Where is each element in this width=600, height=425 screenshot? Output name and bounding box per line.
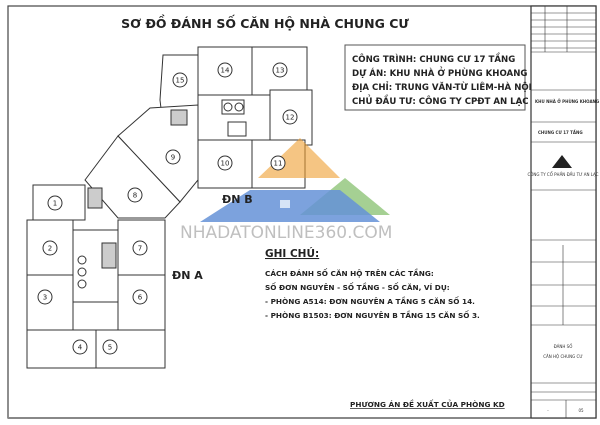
drawing-title: SƠ ĐỒ ĐÁNH SỐ CĂN HỘ NHÀ CHUNG CƯ (121, 14, 409, 31)
svg-text:10: 10 (221, 160, 230, 168)
svg-text:1: 1 (53, 200, 57, 208)
notes-line: - PHÒNG A514: ĐƠN NGUYÊN A TẦNG 5 CĂN SỐ… (265, 296, 475, 306)
svg-text:9: 9 (171, 154, 175, 162)
svg-text:15: 15 (176, 77, 185, 85)
unit-marker-13: 13 (272, 62, 288, 78)
footer-note: PHƯƠNG ÁN ĐỀ XUẤT CỦA PHÒNG KD (350, 399, 505, 409)
drawing-title-line-2: CĂN HỘ CHUNG CƯ (543, 354, 583, 359)
project-info-line: ĐỊA CHỈ: TRUNG VĂN-TỪ LIÊM-HÀ NỘI (352, 81, 532, 93)
notes-heading: GHI CHÚ: (265, 247, 319, 260)
elevator-icon (234, 102, 244, 112)
sheet-number: 05 (578, 408, 584, 413)
svg-text:12: 12 (286, 114, 295, 122)
elevator-icon (77, 267, 87, 277)
unit-marker-4: 4 (72, 339, 88, 355)
unit-marker-12: 12 (282, 109, 298, 125)
unit-marker-14: 14 (217, 62, 233, 78)
title-block: KHU NHÀ Ở PHÙNG KHOANG CHUNG CƯ 17 TẦNG … (527, 5, 599, 419)
elevator-icon (77, 279, 87, 289)
unit-marker-2: 2 (42, 240, 58, 256)
unit-marker-8: 8 (127, 187, 143, 203)
project-info-box (344, 44, 526, 111)
stair-icon (101, 242, 117, 269)
elevator-icon (77, 255, 87, 265)
svg-text:7: 7 (138, 245, 142, 253)
title-block-project: KHU NHÀ Ở PHÙNG KHOANG (535, 99, 599, 104)
block-b-label: ĐN B (222, 193, 253, 206)
unit-marker-10: 10 (217, 155, 233, 171)
unit-marker-11: 11 (270, 155, 286, 171)
title-block-company: CÔNG TY CỔ PHẦN ĐẦU TƯ AN LẠC (527, 172, 598, 177)
unit-marker-3: 3 (37, 289, 53, 305)
svg-text:11: 11 (274, 160, 283, 168)
watermark-logo: NHADATONLINE360.COM (180, 138, 392, 243)
block-a (26, 184, 166, 369)
unit-marker-6: 6 (132, 289, 148, 305)
block-a-label: ĐN A (172, 269, 203, 282)
unit-marker-9: 9 (165, 149, 181, 165)
unit-marker-1: 1 (47, 195, 63, 211)
project-info-line: CHỦ ĐẦU TƯ: CÔNG TY CPĐT AN LẠC (352, 94, 529, 107)
svg-text:13: 13 (276, 67, 285, 75)
stair-icon (170, 109, 188, 126)
project-info-line: CÔNG TRÌNH: CHUNG CƯ 17 TẦNG (352, 52, 515, 65)
unit-marker-15: 15 (172, 72, 188, 88)
notes-line: - PHÒNG B1503: ĐƠN NGUYÊN B TẦNG 15 CĂN … (265, 310, 480, 320)
svg-text:14: 14 (221, 67, 230, 75)
project-info-line: DỰ ÁN: KHU NHÀ Ở PHÙNG KHOANG (352, 66, 527, 79)
watermark-text: NHADATONLINE360.COM (180, 223, 392, 243)
elevator-icon (223, 102, 233, 112)
svg-text:8: 8 (133, 192, 137, 200)
company-logo-icon (552, 155, 572, 168)
svg-text:6: 6 (138, 294, 143, 302)
unit-marker-5: 5 (102, 339, 118, 355)
svg-text:2: 2 (48, 245, 52, 253)
svg-text:3: 3 (43, 294, 47, 302)
svg-text:4: 4 (78, 344, 83, 352)
stair-icon (87, 187, 103, 209)
scale-value: - (547, 408, 549, 413)
unit-marker-7: 7 (132, 240, 148, 256)
notes-line: CÁCH ĐÁNH SỐ CĂN HỘ TRÊN CÁC TẦNG: (265, 268, 434, 278)
notes-line: SỐ ĐƠN NGUYÊN - SỐ TẦNG - SỐ CĂN, VÍ DỤ: (265, 282, 450, 292)
drawing-title-line-1: ĐÁNH SỐ (554, 344, 573, 349)
svg-text:5: 5 (108, 344, 112, 352)
title-block-building: CHUNG CƯ 17 TẦNG (538, 130, 583, 135)
